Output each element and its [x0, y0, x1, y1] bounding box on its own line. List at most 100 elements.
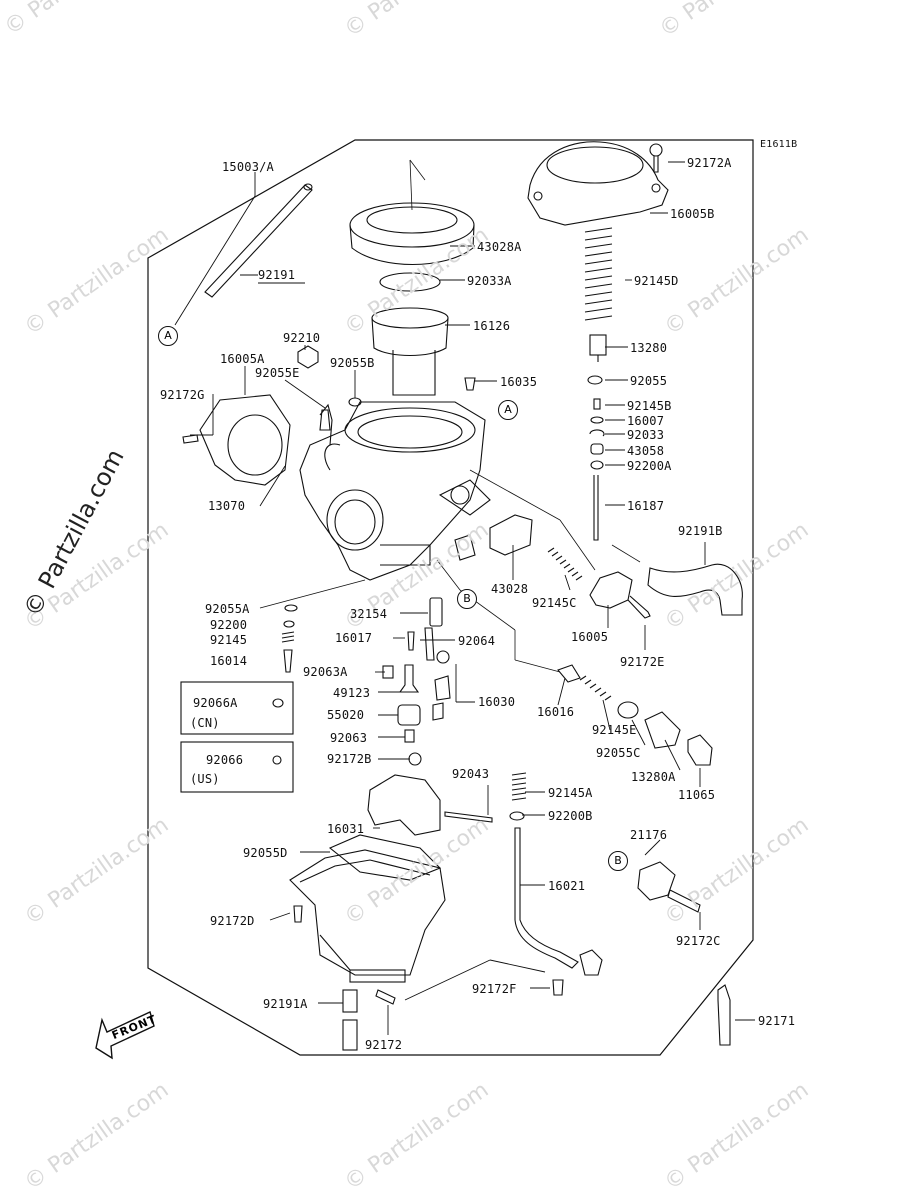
region-label-cn: (CN): [190, 716, 220, 730]
part-label-21176[interactable]: 21176: [630, 828, 668, 842]
needle-16017: [407, 631, 415, 651]
part-label-92172c[interactable]: 92172C: [676, 934, 721, 948]
part-label-43058[interactable]: 43058: [627, 444, 665, 458]
diagram-code: E1611B: [760, 139, 798, 150]
callout-a: A: [498, 400, 518, 420]
part-label-92172[interactable]: 92172: [365, 1038, 403, 1052]
part-label-92033[interactable]: 92033: [627, 428, 665, 442]
jets-16030: [432, 650, 451, 721]
screw-92172A: [649, 143, 663, 173]
cap-11065: [687, 734, 713, 766]
part-label-92066a[interactable]: 92066A: [193, 696, 238, 710]
part-label-13280[interactable]: 13280: [630, 341, 668, 355]
part-label-92172f[interactable]: 92172F: [472, 982, 517, 996]
part-label-49123[interactable]: 49123: [333, 686, 371, 700]
ring-92055A: [284, 604, 298, 612]
part-label-55020[interactable]: 55020: [327, 708, 365, 722]
part-label-92191[interactable]: 92191: [258, 268, 296, 282]
part-label-11065[interactable]: 11065: [678, 788, 716, 802]
oring-13070: [227, 414, 283, 476]
screw-92145B: [593, 398, 601, 410]
part-label-92172g[interactable]: 92172G: [160, 388, 205, 402]
part-label-92200a[interactable]: 92200A: [627, 459, 672, 473]
part-label-92191b[interactable]: 92191B: [678, 524, 723, 538]
tube-32154: [429, 597, 443, 627]
part-label-92172e[interactable]: 92172E: [620, 655, 665, 669]
part-label-92055d[interactable]: 92055D: [243, 846, 288, 860]
frame-outline: [147, 139, 754, 1056]
part-label-92145c[interactable]: 92145C: [532, 596, 577, 610]
part-label-92191a[interactable]: 92191A: [263, 997, 308, 1011]
part-label-15003a[interactable]: 15003/A: [222, 160, 274, 174]
part-label-16031[interactable]: 16031: [327, 822, 365, 836]
pin-92043: [444, 811, 493, 823]
cable-16021: [514, 827, 579, 969]
screw-16035: [464, 377, 476, 391]
part-label-32154[interactable]: 32154: [350, 607, 388, 621]
part-label-13280a[interactable]: 13280A: [631, 770, 676, 784]
part-label-92145b[interactable]: 92145B: [627, 399, 672, 413]
part-label-92200b[interactable]: 92200B: [548, 809, 593, 823]
screw-92172G: [182, 434, 199, 444]
washer-92066: [272, 755, 282, 765]
part-label-92172a[interactable]: 92172A: [687, 156, 732, 170]
part-label-92172d[interactable]: 92172D: [210, 914, 255, 928]
knob-16021: [579, 949, 603, 976]
part-label-16005b[interactable]: 16005B: [670, 207, 715, 221]
part-label-92043[interactable]: 92043: [452, 767, 490, 781]
part-label-43028[interactable]: 43028: [491, 582, 529, 596]
fitting-92055E: [319, 409, 331, 431]
part-label-92063a[interactable]: 92063A: [303, 665, 348, 679]
part-label-92145e[interactable]: 92145E: [592, 723, 637, 737]
hose-92191B: [647, 563, 743, 616]
part-label-92055a[interactable]: 92055A: [205, 602, 250, 616]
spring-92145E: [579, 675, 612, 701]
part-label-92200[interactable]: 92200: [210, 618, 248, 632]
gasket-92055D: [328, 834, 441, 881]
flange-16005A: [199, 394, 291, 486]
float-bowl: [289, 849, 446, 983]
part-label-16035[interactable]: 16035: [500, 375, 538, 389]
washer-92066A: [272, 698, 284, 708]
part-label-92145[interactable]: 92145: [210, 633, 248, 647]
part-label-16126[interactable]: 16126: [473, 319, 511, 333]
screw-92172F: [552, 979, 564, 996]
part-label-16017[interactable]: 16017: [335, 631, 373, 645]
part-label-16021[interactable]: 16021: [548, 879, 586, 893]
valve-21176: [637, 861, 676, 901]
part-label-16007[interactable]: 16007: [627, 414, 665, 428]
ring-92055B: [348, 397, 362, 407]
part-label-13070[interactable]: 13070: [208, 499, 246, 513]
region-label-us: (US): [190, 772, 220, 786]
part-label-16005[interactable]: 16005: [571, 630, 609, 644]
part-label-92145a[interactable]: 92145A: [548, 786, 593, 800]
part-label-92066[interactable]: 92066: [206, 753, 244, 767]
front-arrow-icon: [95, 1011, 155, 1060]
part-label-16014[interactable]: 16014: [210, 654, 248, 668]
part-label-16187[interactable]: 16187: [627, 499, 665, 513]
cover-16005: [589, 571, 633, 609]
part-label-92055e[interactable]: 92055E: [255, 366, 300, 380]
ring-92055: [587, 375, 603, 385]
holder-13280: [589, 334, 607, 362]
valve-16126: [371, 307, 449, 396]
part-label-16005a[interactable]: 16005A: [220, 352, 265, 366]
part-label-92033a[interactable]: 92033A: [467, 274, 512, 288]
part-label-92210[interactable]: 92210: [283, 331, 321, 345]
part-label-92055c[interactable]: 92055C: [596, 746, 641, 760]
part-label-16030[interactable]: 16030: [478, 695, 516, 709]
needle-16187: [593, 475, 599, 541]
rod-92191: [204, 183, 313, 298]
part-label-92055b[interactable]: 92055B: [330, 356, 375, 370]
part-label-92064[interactable]: 92064: [458, 634, 496, 648]
part-label-92055[interactable]: 92055: [630, 374, 668, 388]
part-label-92063[interactable]: 92063: [330, 731, 368, 745]
part-label-92145d[interactable]: 92145D: [634, 274, 679, 288]
part-label-92171[interactable]: 92171: [758, 1014, 796, 1028]
part-label-16016[interactable]: 16016: [537, 705, 575, 719]
part-label-43028a[interactable]: 43028A: [477, 240, 522, 254]
diaphragm-43028A: [349, 202, 475, 266]
carburetor-body: [299, 401, 491, 581]
part-label-92172b[interactable]: 92172B: [327, 752, 372, 766]
